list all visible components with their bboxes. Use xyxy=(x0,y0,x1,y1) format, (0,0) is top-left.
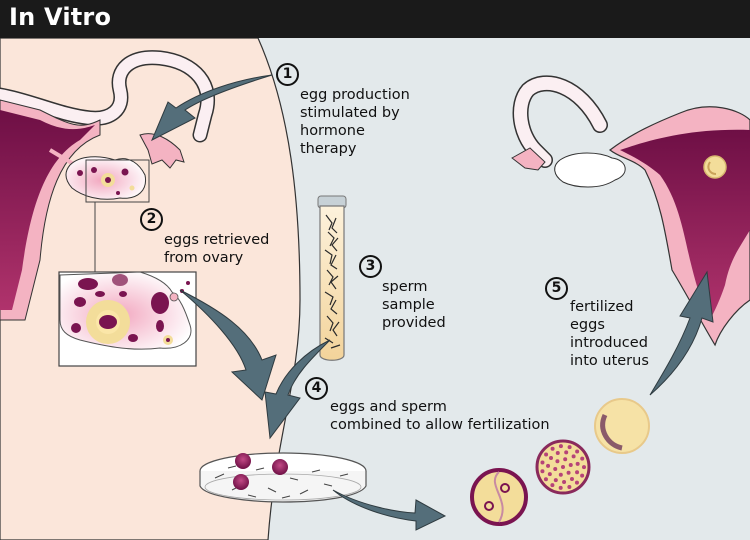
egg xyxy=(233,474,249,490)
step-5-line: into uterus xyxy=(570,353,649,369)
morula-cell xyxy=(568,463,573,468)
morula-cell xyxy=(546,463,551,468)
step-1-line: therapy xyxy=(300,141,357,157)
morula-cell xyxy=(574,480,579,485)
process-arrows xyxy=(151,74,714,531)
arrow-tube-to-dish xyxy=(264,339,331,440)
step-1-number: 1 xyxy=(276,63,299,86)
morula-cell xyxy=(558,472,563,477)
morula-cell xyxy=(550,483,555,488)
step-5-line: eggs xyxy=(570,317,605,333)
morula-cell xyxy=(558,485,563,490)
arrow-hormone-to-ovary xyxy=(151,74,273,142)
step-2-line: eggs retrieved xyxy=(164,232,270,248)
morula-cell xyxy=(547,472,552,477)
morula-cell xyxy=(540,460,545,465)
magnified-ovary-inset xyxy=(58,271,197,367)
egg xyxy=(235,453,251,469)
step-3-line: sperm xyxy=(382,279,428,295)
morula-cell xyxy=(540,469,545,474)
morula-cell xyxy=(567,485,572,490)
step-3-number: 3 xyxy=(359,255,382,278)
step-4-line: combined to allow fertilization xyxy=(330,417,550,433)
morula-cell xyxy=(558,444,563,449)
morula-cell xyxy=(553,466,558,471)
morula-cell xyxy=(571,454,576,459)
morula-cell xyxy=(550,446,555,451)
step-1-line: egg production xyxy=(300,87,410,103)
step-3-label: sperm sample provided xyxy=(382,278,446,332)
petri-dish xyxy=(199,452,367,503)
step-5-label: fertilized eggs introduced into uterus xyxy=(570,298,649,370)
left-uterus-illustration xyxy=(0,50,216,321)
diagram-title: In Vitro xyxy=(9,3,112,31)
morula-cell xyxy=(553,478,558,483)
step-1-line: hormone xyxy=(300,123,365,139)
morula-cell xyxy=(544,452,549,457)
morula-cell xyxy=(567,445,572,450)
step-5-line: introduced xyxy=(570,335,648,351)
morula-cell xyxy=(562,479,567,484)
morula-cell xyxy=(581,465,586,470)
morula-cell xyxy=(580,456,585,461)
sperm-test-tube xyxy=(317,195,347,361)
egg xyxy=(272,459,288,475)
step-3-line: provided xyxy=(382,315,446,331)
step-4-line: eggs and sperm xyxy=(330,399,447,415)
morula-cell xyxy=(564,450,569,455)
morula-cell xyxy=(566,470,571,475)
right-uterus-illustration xyxy=(511,75,750,347)
step-5-line: fertilized xyxy=(570,299,634,315)
morula-cell xyxy=(555,459,560,464)
step-3-line: sample xyxy=(382,297,435,313)
morula-cell xyxy=(569,477,574,482)
step-4-number: 4 xyxy=(305,377,328,400)
morula-cell xyxy=(548,456,553,461)
morula-cell xyxy=(575,470,580,475)
embryo-stages xyxy=(470,398,650,526)
step-2-label: eggs retrieved from ovary xyxy=(164,231,269,267)
morula-cells xyxy=(540,444,586,490)
implanted-embryo xyxy=(703,155,727,179)
title-bar: In Vitro xyxy=(0,0,750,38)
morula-cell xyxy=(555,450,560,455)
morula-cell xyxy=(561,465,565,469)
arrow-embryo-to-uterus xyxy=(649,270,714,396)
morula-cell xyxy=(580,473,585,478)
morula-cell xyxy=(543,477,548,482)
step-5-number: 5 xyxy=(545,277,568,300)
step-2-line: from ovary xyxy=(164,250,244,266)
step-2-number: 2 xyxy=(140,208,163,231)
morula-cell xyxy=(575,449,580,454)
step-4-label: eggs and sperm combined to allow fertili… xyxy=(330,398,550,434)
morula-cell xyxy=(563,457,568,462)
arrow-ovary-to-dish xyxy=(179,289,277,401)
arrow-dish-to-embryo xyxy=(332,489,447,531)
step-1-line: stimulated by xyxy=(300,105,400,121)
morula-cell xyxy=(575,461,580,466)
step-1-label: egg production stimulated by hormone the… xyxy=(300,86,410,158)
